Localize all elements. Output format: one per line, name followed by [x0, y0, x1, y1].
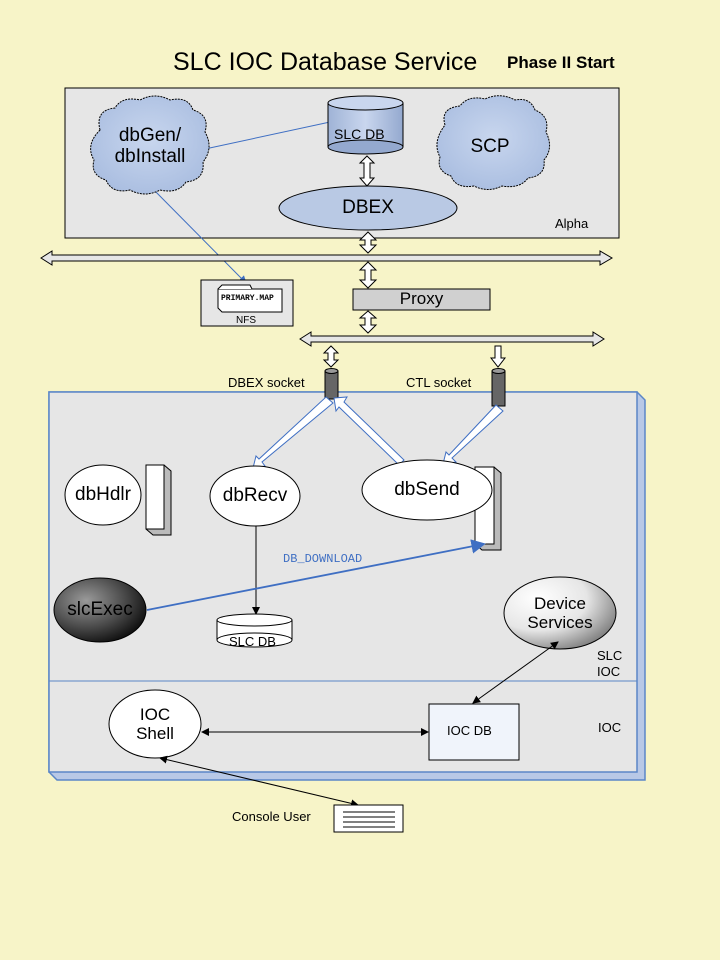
- slcexec-ellipse: [53, 577, 147, 643]
- dbgen-slcdb-link: [204, 121, 331, 150]
- slcexec-label: slcExec: [67, 599, 133, 621]
- ioc-shell-ellipse: [108, 689, 202, 759]
- device-iocdb-link: [472, 641, 559, 704]
- dbex-bus-arrow: [358, 231, 378, 254]
- alpha-slcdb-label: SLC DB: [334, 126, 385, 142]
- dbrecv-label: dbRecv: [222, 485, 288, 507]
- local-slcdb-cylinder: [216, 613, 293, 648]
- device-services-ellipse: [503, 576, 617, 650]
- device-line1: Device: [534, 593, 586, 613]
- dbsend-ellipse: [361, 459, 493, 521]
- iocdb-box: [428, 703, 520, 761]
- db-download-line: [146, 539, 486, 611]
- dbgen-cloud: [90, 95, 210, 195]
- bus-proxy-arrow: [358, 261, 378, 289]
- upper-bus: [40, 250, 613, 266]
- ctl-socket-label: CTL socket: [406, 375, 472, 390]
- shell-console-link: [159, 755, 359, 808]
- dbgen-nfs-link: [149, 185, 247, 284]
- dbhdlr-stack: [145, 464, 172, 536]
- shell-line2: Shell: [136, 724, 174, 743]
- dbhdlr-ellipse: [64, 464, 142, 526]
- ioc-region-label: IOC: [598, 720, 622, 735]
- ctl-socket-cylinder: [491, 368, 506, 407]
- proxy-box: [352, 288, 491, 311]
- lower-bus: [299, 331, 605, 347]
- dbex-ellipse: [278, 185, 458, 231]
- diagram-title: SLC IOC Database Service: [173, 48, 478, 76]
- nfs-label: NFS: [236, 315, 256, 326]
- dbgen-label: dbGen/dbInstall: [96, 122, 204, 170]
- slc-label-line1: SLC: [597, 648, 623, 663]
- dbgen-line1: dbGen/: [118, 124, 182, 146]
- device-line2: Services: [527, 613, 593, 632]
- console-icon: [333, 804, 404, 833]
- dbex-socket-label: DBEX socket: [228, 375, 305, 390]
- iocdb-label: IOC DB: [447, 723, 492, 738]
- dbex-socket-cylinder: [324, 368, 339, 400]
- alpha-region-label: Alpha: [555, 216, 589, 231]
- dbhdlr-label: dbHdlr: [75, 484, 131, 506]
- nfs-box: [200, 279, 294, 327]
- dbsend-label: dbSend: [394, 479, 460, 501]
- phase-label: Phase II Start: [507, 53, 615, 72]
- proxy-label: Proxy: [399, 289, 444, 309]
- shell-line1: IOC: [139, 704, 171, 724]
- dbrecv-ellipse: [209, 465, 301, 527]
- alpha-slcdb-cylinder: [327, 95, 404, 155]
- db-download-label: DB_DOWNLOAD: [283, 552, 363, 566]
- dbex-label: DBEX: [342, 197, 394, 219]
- scp-label: SCP: [470, 136, 510, 158]
- slc-label-line2: IOC: [597, 664, 621, 680]
- console-user-label: Console User: [232, 809, 311, 824]
- ctl-socket-arrow: [489, 345, 507, 368]
- slcdb-dbex-arrow: [358, 155, 376, 187]
- dbex-socket-arrow: [322, 345, 340, 368]
- dbgen-line2: dbInstall: [114, 146, 186, 167]
- nfs-file-label: PRIMARY.MAP: [221, 294, 274, 303]
- local-slcdb-label: SLC DB: [229, 634, 276, 649]
- scp-cloud: [436, 95, 550, 190]
- proxy-bus-arrow: [358, 310, 378, 334]
